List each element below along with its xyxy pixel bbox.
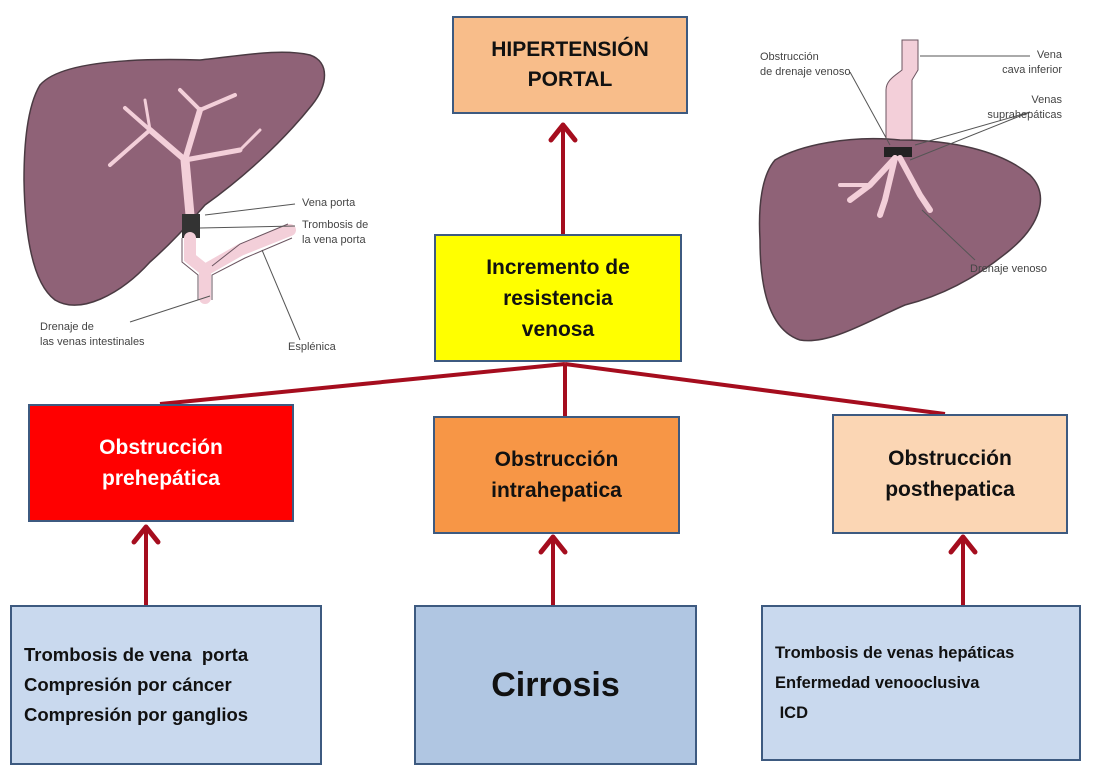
hepatic-vein-obstruction-mark (884, 147, 912, 157)
cause-pre-line-3: Compresión por ganglios (24, 704, 249, 725)
label-vena-cava-2: cava inferior (1002, 64, 1062, 76)
node-obstruccion-intrahepatica: Obstrucción intrahepatica (433, 416, 680, 534)
node-obstruccion-posthepatica: Obstrucción posthepatica (832, 414, 1068, 534)
leader-lines-right (849, 55, 1031, 261)
leader-lines-left (129, 203, 301, 341)
label-venas-1: Venas (1031, 94, 1062, 106)
label-obstruccion-1: Obstrucción (760, 51, 819, 63)
cause-post-line-2: Enfermedad venooclusiva (775, 674, 980, 692)
node-hipertension-line-2: PORTAL (527, 68, 613, 91)
node-pre-line-1: Obstrucción (99, 436, 223, 459)
label-drenaje-2: las venas intestinales (40, 336, 145, 348)
portal-thrombus-mark (182, 214, 200, 238)
label-drenaje-venoso: Drenaje venoso (970, 263, 1047, 275)
arrowhead-post (948, 534, 978, 555)
node-intra-line-1: Obstrucción (494, 448, 619, 471)
connector-to-post (564, 362, 946, 416)
node-pre-line-2: prehepática (102, 467, 220, 490)
cause-pre-line-1: Trombosis de vena porta (24, 644, 249, 665)
hepatic-vein-branches (838, 155, 933, 218)
label-obstruccion-2: de drenaje venoso (760, 66, 851, 78)
node-hipertension-line-1: HIPERTENSIÓN (491, 38, 649, 61)
node-hipertension-portal: HIPERTENSIÓN PORTAL (452, 16, 688, 114)
arrowhead-pre (131, 524, 161, 545)
portal-vein-trunk (184, 224, 296, 304)
node-resistencia-line-1: Incremento de (486, 255, 630, 279)
label-trombosis-2: la vena porta (302, 234, 366, 246)
label-venas-2: suprahepáticas (987, 109, 1062, 121)
cause-cirrosis: Cirrosis (491, 665, 620, 704)
cause-box-intrahepatica: Cirrosis (414, 605, 697, 765)
liver-shape-right (758, 137, 1041, 342)
node-resistencia-line-3: venosa (521, 317, 595, 341)
label-esplenica: Esplénica (288, 341, 337, 353)
liver-shape-left (23, 51, 326, 306)
connector-to-pre (159, 362, 566, 406)
node-post-line-2: posthepatica (885, 478, 1015, 501)
node-resistencia-line-2: resistencia (503, 286, 613, 310)
portal-vein-outline (181, 223, 293, 300)
vena-cava-shape (885, 39, 919, 151)
arrowhead-portal (548, 122, 578, 143)
arrowhead-intra (538, 534, 568, 555)
label-drenaje-1: Drenaje de (40, 321, 94, 333)
label-vena-cava-1: Vena (1037, 49, 1063, 61)
portal-vein-branches (108, 88, 262, 220)
cause-box-posthepatica: Trombosis de venas hepáticas Enfermedad … (761, 605, 1081, 761)
cause-pre-line-2: Compresión por cáncer (24, 674, 232, 695)
cause-box-prehepatica: Trombosis de vena porta Compresión por c… (10, 605, 322, 765)
node-obstruccion-prehepatica: Obstrucción prehepática (28, 404, 294, 522)
cause-post-line-3: ICD (775, 704, 808, 722)
label-trombosis-1: Trombosis de (302, 219, 368, 231)
cause-post-line-1: Trombosis de venas hepáticas (775, 644, 1015, 662)
label-vena-porta: Vena porta (302, 197, 356, 209)
node-intra-line-2: intrahepatica (491, 479, 622, 502)
node-post-line-1: Obstrucción (888, 447, 1012, 470)
node-incremento-resistencia: Incremento de resistencia venosa (434, 234, 682, 362)
